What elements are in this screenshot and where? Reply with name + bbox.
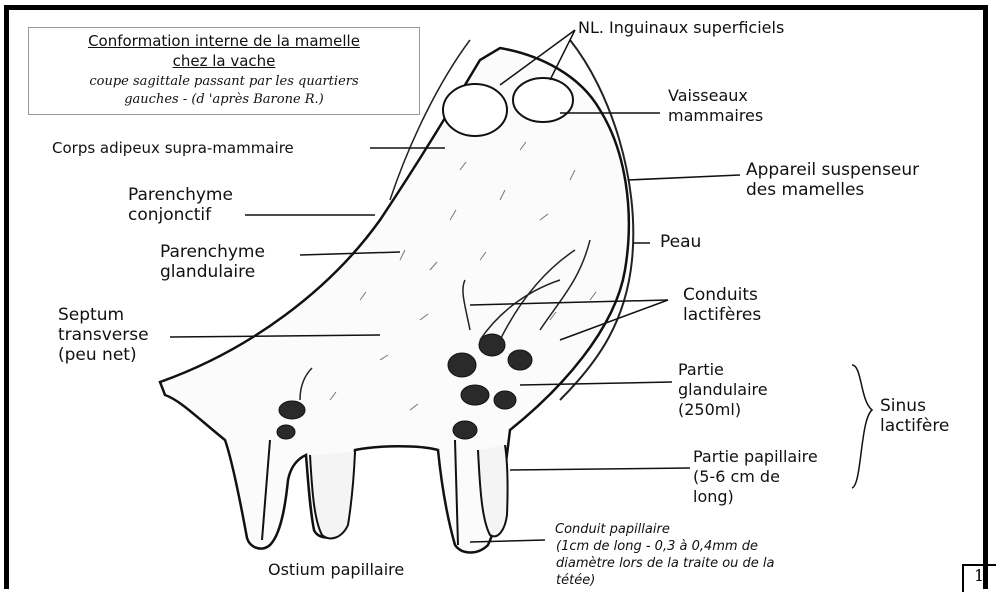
page-number: 1 bbox=[962, 564, 996, 592]
label-peau: Peau bbox=[660, 232, 701, 252]
label-vaisseaux: Vaisseaux mammaires bbox=[668, 86, 763, 126]
label-septum-transverse: Septum transverse (peu net) bbox=[58, 305, 149, 365]
udder-outline bbox=[160, 48, 629, 553]
label-partie-glandulaire: Partie glandulaire (250ml) bbox=[678, 360, 768, 420]
label-corps-adipeux: Corps adipeux supra-mammaire bbox=[52, 138, 294, 158]
label-conduit-papillaire: Conduit papillaire bbox=[555, 520, 670, 540]
label-conduit-papillaire-detail: (1cm de long - 0,3 à 0,4mm de diamètre l… bbox=[556, 538, 775, 589]
lymph-node-right bbox=[513, 78, 573, 122]
label-conduits-lactiferes: Conduits lactifères bbox=[683, 285, 761, 325]
label-parenchyme-glandulaire: Parenchyme glandulaire bbox=[160, 242, 265, 282]
label-nl-inguinaux: NL. Inguinaux superficiels bbox=[578, 18, 784, 38]
title-box: Conformation interne de la mamelle chez … bbox=[28, 27, 420, 115]
label-sinus-lactifere: Sinus lactifère bbox=[880, 396, 949, 436]
title-line-3: coupe sagittale passant par les quartier… bbox=[29, 74, 419, 89]
title-line-2: chez la vache bbox=[29, 52, 419, 70]
lymph-node-left bbox=[443, 84, 507, 136]
label-ostium-papillaire: Ostium papillaire bbox=[268, 560, 404, 580]
label-partie-papillaire: Partie papillaire (5-6 cm de long) bbox=[693, 447, 818, 507]
label-appareil-suspenseur: Appareil suspenseur des mamelles bbox=[746, 160, 919, 200]
title-line-4: gauches - (d 'après Barone R.) bbox=[29, 92, 419, 107]
label-parenchyme-conjonctif: Parenchyme conjonctif bbox=[128, 185, 233, 225]
title-line-1: Conformation interne de la mamelle bbox=[29, 32, 419, 50]
